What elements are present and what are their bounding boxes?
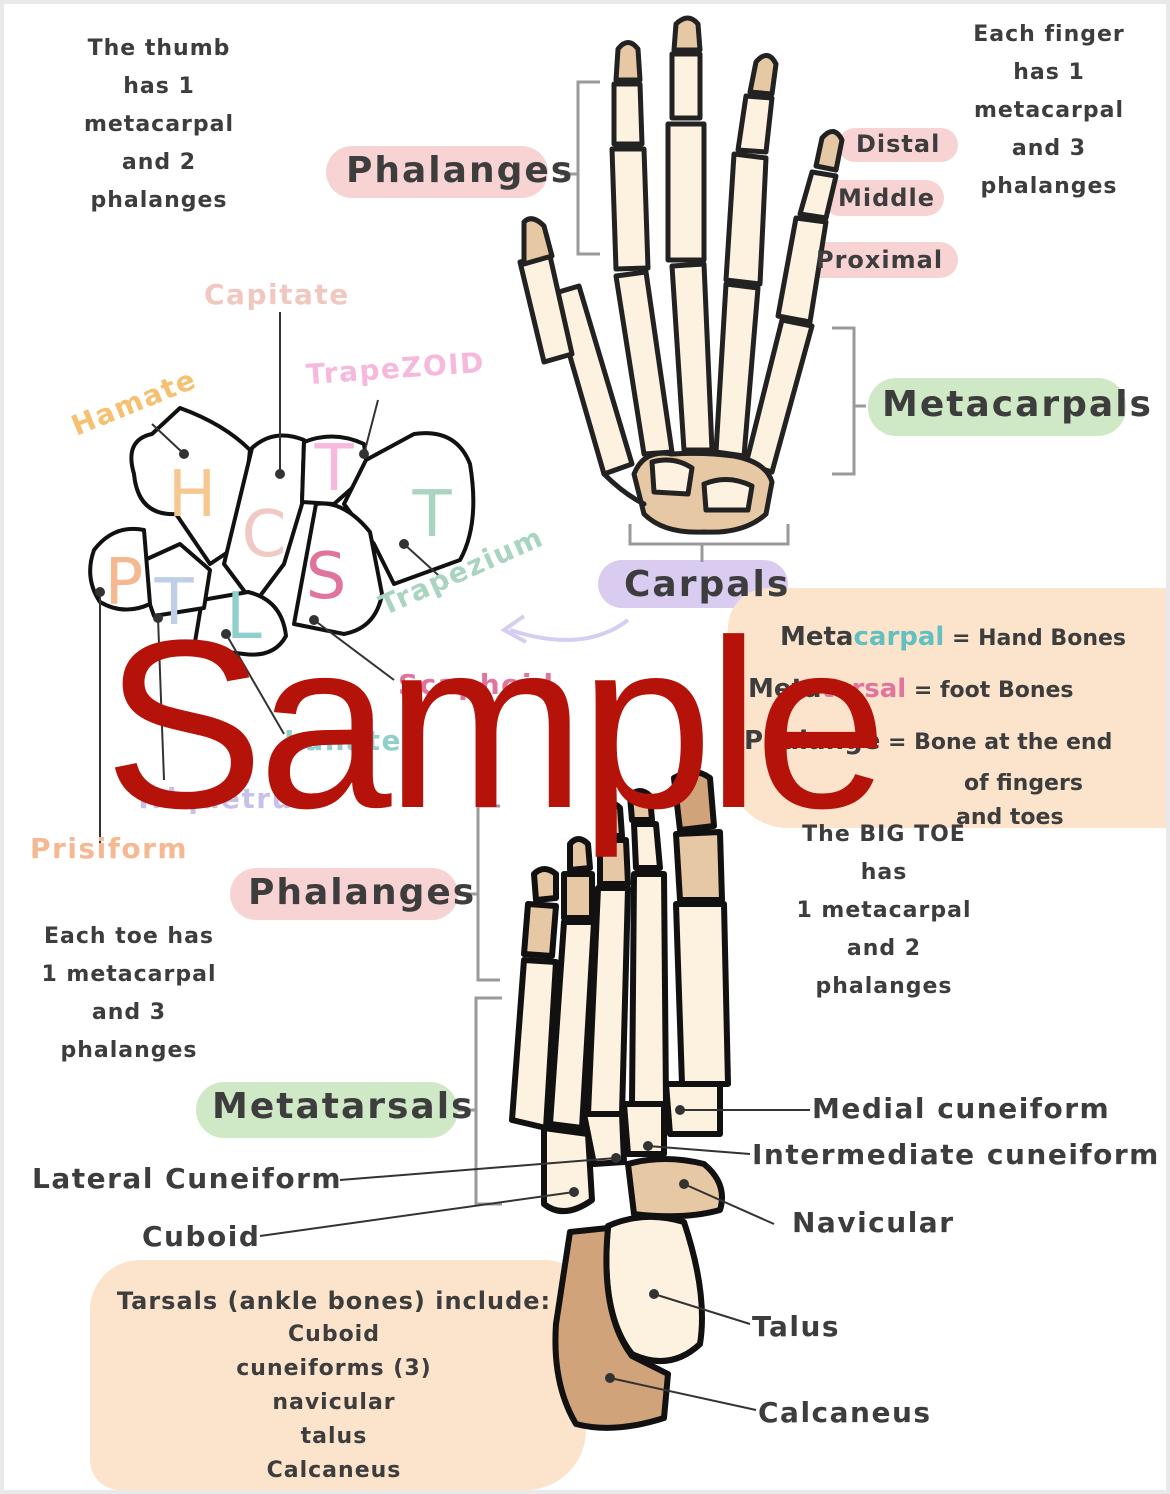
foot-skeleton bbox=[509, 769, 731, 1431]
hand-phalanges-label: Phalanges bbox=[346, 150, 575, 191]
carpal-leaders bbox=[95, 312, 449, 844]
toe-note-line: 1 metacarpal bbox=[41, 962, 217, 987]
triquetrum-label: Triquetrum bbox=[134, 782, 324, 815]
big-toe-note-line: and 2 bbox=[846, 936, 922, 961]
distal-label: Distal bbox=[856, 130, 941, 158]
capitate-label: Capitate bbox=[204, 278, 350, 311]
thumb-note: The thumb has 1 metacarpal and 2 phalang… bbox=[64, 30, 254, 220]
svg-text:H: H bbox=[168, 458, 216, 532]
toe-note-line: Each toe has bbox=[43, 924, 215, 949]
thumb-note-line: has 1 bbox=[123, 74, 195, 99]
tarsals-item: Cuboid bbox=[288, 1322, 380, 1347]
page: H C T T S P T L bbox=[4, 4, 1166, 1490]
foot-phalanges-label: Phalanges bbox=[248, 872, 477, 913]
definition-phalange-text: = Bone at the end bbox=[888, 730, 1113, 755]
finger-note: Each finger has 1 metacarpal and 3 phala… bbox=[954, 16, 1144, 206]
talus-label: Talus bbox=[752, 1310, 841, 1343]
tarsals-item: navicular bbox=[272, 1390, 396, 1415]
anatomy-illustration: H C T T S P T L bbox=[88, 15, 866, 1431]
big-toe-note-line: 1 metacarpal bbox=[796, 898, 972, 923]
toe-note-line: and 3 bbox=[91, 1000, 167, 1025]
medial-cuneiform-label: Medial cuneiform bbox=[812, 1092, 1111, 1125]
tarsals-heading: Tarsals (ankle bones) include: bbox=[116, 1287, 552, 1315]
big-toe-note-line: has bbox=[860, 860, 908, 885]
svg-text:S: S bbox=[306, 540, 347, 614]
finger-note-line: phalanges bbox=[980, 174, 1118, 199]
definitions-text: Metacarpal = Hand Bones Metatarsal = foo… bbox=[744, 612, 1126, 836]
carpals-arrow-head bbox=[500, 614, 527, 644]
definition-metatarsal: Metatarsal = foot Bones bbox=[744, 664, 1126, 716]
calcaneus-label: Calcaneus bbox=[758, 1396, 932, 1429]
thumb-note-line: metacarpal bbox=[83, 112, 235, 137]
term-metatarsal-prefix: Meta bbox=[748, 674, 822, 704]
proximal-label: Proximal bbox=[816, 246, 944, 274]
big-toe-note-line: The BIG TOE bbox=[802, 822, 966, 847]
big-toe-note: The BIG TOE has 1 metacarpal and 2 phala… bbox=[784, 816, 984, 1006]
middle-pill bbox=[822, 180, 944, 216]
tarsals-box bbox=[90, 1260, 586, 1490]
metacarpals-label: Metacarpals bbox=[882, 384, 1153, 425]
tarsals-item: Calcaneus bbox=[266, 1458, 402, 1483]
svg-text:T: T bbox=[313, 432, 354, 506]
hand-skeleton bbox=[517, 15, 845, 535]
metatarsals-pill bbox=[196, 1082, 458, 1138]
thumb-note-line: and 2 bbox=[121, 150, 197, 175]
middle-label: Middle bbox=[838, 184, 935, 212]
scaphoid-label: Scaphoid bbox=[398, 668, 555, 701]
tarsals-item: talus bbox=[300, 1424, 368, 1449]
tarsals-list: Tarsals (ankle bones) include: Cuboid cu… bbox=[104, 1284, 564, 1488]
lateral-cuneiform-label: Lateral Cuneiform bbox=[32, 1162, 343, 1195]
navicular-label: Navicular bbox=[792, 1206, 955, 1239]
term-metatarsal-suffix: tarsal bbox=[821, 674, 907, 704]
cuboid-label: Cuboid bbox=[142, 1220, 261, 1253]
finger-note-line: has 1 bbox=[1013, 60, 1085, 85]
distal-pill bbox=[838, 128, 958, 162]
carpals-label: Carpals bbox=[624, 564, 791, 605]
svg-text:C: C bbox=[242, 498, 287, 572]
definition-phalange-line3: and toes bbox=[956, 805, 1064, 830]
phalanges-pill-hand bbox=[326, 146, 548, 198]
carpal-letters: H C T T S P T L bbox=[105, 432, 453, 654]
svg-text:P: P bbox=[105, 546, 144, 620]
metacarpals-pill bbox=[868, 378, 1126, 436]
term-metacarpal-prefix: Meta bbox=[780, 622, 854, 652]
definition-metacarpal: Metacarpal = Hand Bones bbox=[744, 612, 1126, 664]
tarsals-item: cuneiforms (3) bbox=[236, 1356, 432, 1381]
definitions-box bbox=[728, 588, 1166, 828]
hand-brackets bbox=[560, 80, 866, 562]
finger-note-line: Each finger bbox=[973, 22, 1125, 47]
lunate-label: Lunate bbox=[284, 724, 402, 757]
definition-phalange: Phalange = Bone at the end bbox=[744, 716, 1126, 768]
carpal-closeup bbox=[88, 406, 476, 657]
phalanges-pill-foot bbox=[230, 868, 458, 920]
foot-brackets bbox=[458, 804, 502, 1206]
carpals-arrow bbox=[509, 618, 630, 642]
metatarsals-label: Metatarsals bbox=[212, 1086, 475, 1127]
term-phalange: Phalange bbox=[744, 726, 881, 756]
definition-metatarsal-text: = foot Bones bbox=[913, 678, 1074, 703]
definition-metacarpal-text: = Hand Bones bbox=[952, 626, 1126, 651]
term-metacarpal-suffix: carpal bbox=[853, 622, 945, 652]
big-toe-note-line: phalanges bbox=[815, 974, 953, 999]
finger-note-line: metacarpal bbox=[973, 98, 1125, 123]
foot-leaders bbox=[259, 1105, 810, 1411]
thumb-note-line: The thumb bbox=[87, 36, 231, 61]
finger-note-line: and 3 bbox=[1011, 136, 1087, 161]
definition-phalange-line2: of fingers bbox=[964, 771, 1083, 796]
intermediate-cuneiform-label: Intermediate cuneiform bbox=[752, 1138, 1160, 1171]
svg-text:T: T bbox=[153, 566, 194, 640]
svg-text:T: T bbox=[411, 478, 452, 552]
prisiform-label: Prisiform bbox=[30, 832, 189, 865]
toe-note: Each toe has 1 metacarpal and 3 phalange… bbox=[24, 918, 234, 1070]
proximal-pill bbox=[800, 242, 958, 278]
svg-text:L: L bbox=[226, 580, 262, 654]
thumb-note-line: phalanges bbox=[90, 188, 228, 213]
toe-note-line: phalanges bbox=[60, 1038, 198, 1063]
